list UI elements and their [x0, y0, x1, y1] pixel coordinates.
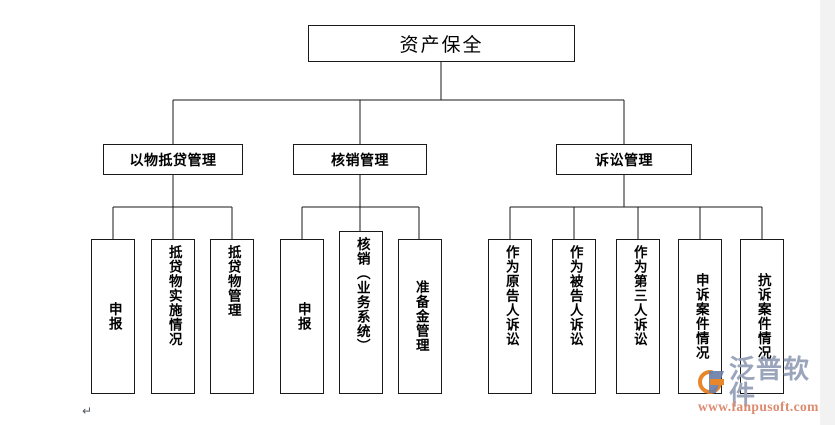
node-leaf-declaration-writeoff[interactable]: 申报 [280, 239, 324, 394]
node-leaf-writeoff-business-system[interactable]: 核销（业务系统） [339, 231, 383, 394]
node-leaf-protest-case-status[interactable]: 抗诉案件情况 [740, 239, 784, 394]
node-group-writeoff-management[interactable]: 核销管理 [293, 144, 427, 175]
node-root-asset-preservation[interactable]: 资产保全 [308, 25, 575, 62]
node-group-litigation-management[interactable]: 诉讼管理 [556, 144, 692, 175]
node-label: 申报 [294, 302, 311, 331]
node-label: 抵贷物管理 [224, 245, 241, 318]
node-leaf-reserve-fund-management[interactable]: 准备金管理 [398, 239, 442, 394]
node-label: 抵贷物实施情况 [165, 245, 182, 347]
node-leaf-litigation-as-plaintiff[interactable]: 作为原告人诉讼 [488, 239, 532, 394]
node-label: 准备金管理 [412, 280, 429, 353]
node-label: 申诉案件情况 [692, 273, 709, 360]
node-leaf-litigation-as-defendant[interactable]: 作为被告人诉讼 [552, 239, 596, 394]
node-group-collateral-loan-management[interactable]: 以物抵贷管理 [103, 144, 243, 175]
paragraph-mark-icon: ↵ [82, 404, 93, 418]
node-leaf-collateral-management[interactable]: 抵贷物管理 [210, 239, 254, 394]
node-leaf-declaration-collateral[interactable]: 申报 [91, 239, 135, 394]
node-label: 资产保全 [399, 34, 484, 56]
node-label: 作为第三人诉讼 [630, 245, 647, 347]
node-label: 作为被告人诉讼 [566, 245, 583, 347]
node-leaf-litigation-as-third-party[interactable]: 作为第三人诉讼 [616, 239, 660, 394]
node-label: 核销（业务系统） [353, 237, 370, 353]
node-label: 核销管理 [331, 152, 389, 169]
node-leaf-appeal-case-status[interactable]: 申诉案件情况 [678, 239, 722, 394]
node-label: 申报 [105, 302, 122, 331]
node-label: 诉讼管理 [595, 152, 653, 169]
node-label: 抗诉案件情况 [754, 273, 771, 360]
page-right-margin [820, 0, 835, 425]
node-leaf-collateral-implementation-status[interactable]: 抵贷物实施情况 [151, 239, 195, 394]
node-label: 作为原告人诉讼 [502, 245, 519, 347]
node-label: 以物抵贷管理 [129, 152, 217, 169]
